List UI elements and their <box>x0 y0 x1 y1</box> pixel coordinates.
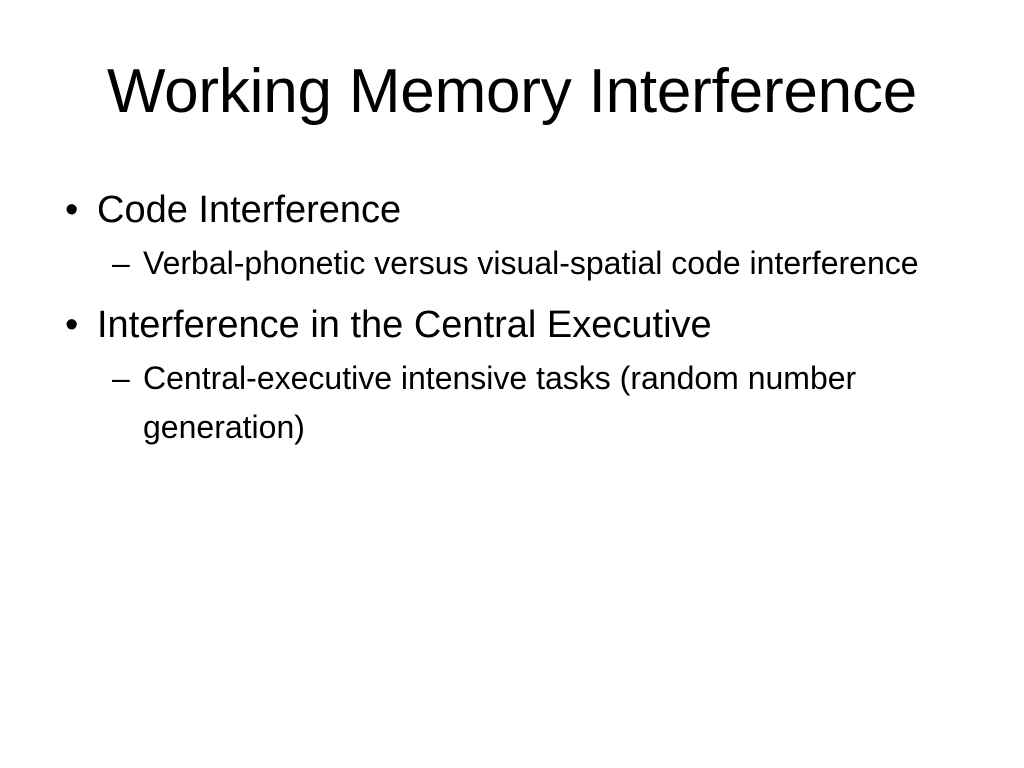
bullet-item-code-interference: • Code Interference <box>55 185 970 235</box>
slide-body-content: • Code Interference – Verbal-phonetic ve… <box>55 185 970 452</box>
bullet-item-verbal-phonetic: – Verbal-phonetic versus visual-spatial … <box>55 239 970 288</box>
slide-title: Working Memory Interference <box>106 57 918 126</box>
bullet-text: Verbal-phonetic versus visual-spatial co… <box>143 245 919 281</box>
bullet-text: Interference in the Central Executive <box>97 304 712 346</box>
bullet-text: Code Interference <box>97 189 402 231</box>
round-bullet-icon: • <box>65 189 79 231</box>
dash-bullet-icon: – <box>112 245 130 281</box>
bullet-item-central-executive: • Interference in the Central Executive <box>55 300 970 350</box>
round-bullet-icon: • <box>65 304 79 346</box>
dash-bullet-icon: – <box>112 360 130 396</box>
bullet-item-random-number-generation: – Central-executive intensive tasks (ran… <box>55 354 970 452</box>
bullet-text: Central-executive intensive tasks (rando… <box>143 360 857 445</box>
